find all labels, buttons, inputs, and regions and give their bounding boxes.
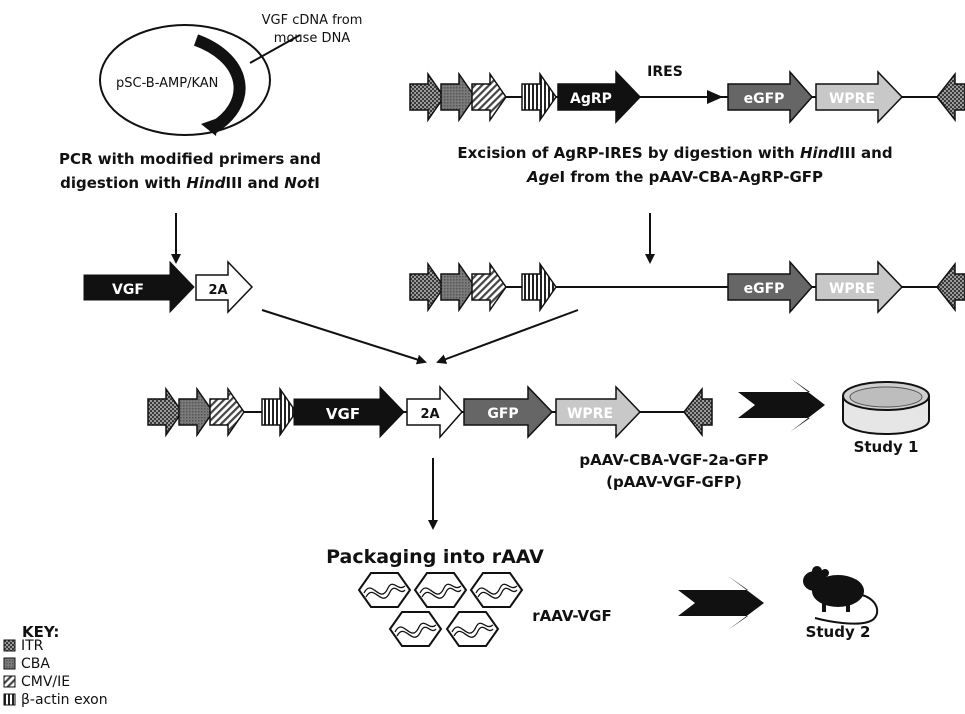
cmv-element [209,386,245,438]
wpre-label: WPRE [829,91,875,107]
final-construct-name-line2: (pAAV-VGF-GFP) [606,473,742,491]
twoa-label: 2A [420,407,439,422]
block-arrow-study2 [678,576,764,630]
ires-label: IRES [647,64,683,80]
actin-exon-element [521,71,557,123]
insert-label-line1: VGF cDNA from [262,13,363,28]
legend-swatch-cba [3,657,16,670]
raav-particles [357,572,524,647]
plasmid: pSC-B-AMP/KAN VGF cDNA from mouse DNA [99,13,363,136]
itr-element-right [936,261,965,313]
twoa-arrow [195,260,254,314]
legend-swatch-cmv [3,675,16,688]
ires-arrowhead [707,90,723,104]
vgf-label: VGF [112,282,144,298]
agrp-label: AgRP [570,91,612,107]
final-construct: VGF 2A GFP WPRE [147,385,713,439]
actin-exon-element [521,261,557,313]
egfp-arrow [727,260,813,314]
virus-particle-icon [357,572,412,608]
insert-label-line2: mouse DNA [274,31,350,46]
left-step-line2: digestion with HindIII and NotI [60,174,320,192]
egfp-label: eGFP [744,91,785,107]
actin-exon-element [261,386,297,438]
itr-element-right [936,71,965,123]
right-step-line2: AgeI from the pAAV-CBA-AgRP-GFP [526,168,823,186]
plasmid-name: pSC-B-AMP/KAN [116,76,218,91]
study1-label: Study 1 [854,438,919,456]
egfp-label: eGFP [744,281,785,297]
cba-element [178,386,214,438]
itr-element-right [683,386,713,438]
agrp-arrow [557,70,642,124]
itr-element [409,71,445,123]
virus-particle-icon [388,611,443,647]
twoa-arrow [406,385,463,439]
parent-construct: AgRP IRES eGFP WPRE [409,64,965,124]
mouse-icon [803,566,878,625]
digested-vector: eGFP WPRE [409,260,965,314]
left-step-line1: PCR with modified primers and [59,150,321,168]
wpre-arrow [815,70,904,124]
wpre-arrow [815,260,904,314]
itr-element [409,261,445,313]
gfp-label: GFP [487,406,518,422]
wpre-label: WPRE [829,281,875,297]
arrow-converge-left [261,309,427,365]
virus-particle-icon [445,611,500,647]
virus-particle-icon [413,572,468,608]
wpre-label: WPRE [567,406,613,422]
legend-title: KEY: [22,623,59,641]
cba-element [440,261,476,313]
raav-label: rAAV-VGF [532,607,611,625]
final-construct-name-line1: pAAV-CBA-VGF-2a-GFP [579,451,768,469]
twoa-label: 2A [208,283,227,298]
insert-pointer-line [249,34,301,64]
legend-item-cba: CBA [21,656,50,672]
legend-item-cmv: CMV/IE [21,674,70,690]
packaging-label: Packaging into rAAV [326,546,544,568]
itr-element [147,386,183,438]
gfp-arrow [463,385,554,439]
cmv-element [471,261,507,313]
legend-item-itr: ITR [21,638,44,654]
vgf-arrow [293,385,405,439]
legend-swatch-itr [3,639,16,652]
legend-item-actin: β-actin exon [21,692,108,708]
right-step-line1: Excision of AgRP-IRES by digestion with … [457,144,892,162]
study2-label: Study 2 [806,623,871,641]
egfp-arrow [727,70,813,124]
virus-particle-icon [469,572,524,608]
cmv-element [471,71,507,123]
block-arrow-study1 [738,378,825,432]
cba-element [440,71,476,123]
vgf-2a-fragment: VGF 2A [83,260,254,314]
wpre-arrow [555,385,642,439]
arrow-converge-right [436,309,579,364]
legend: KEY: ITR CBA CMV/IE β-actin exon [3,623,108,708]
legend-swatch-actin [3,693,16,706]
vgf-arrow [83,260,195,314]
vgf-label: VGF [326,405,360,423]
petri-dish-icon [842,381,930,435]
